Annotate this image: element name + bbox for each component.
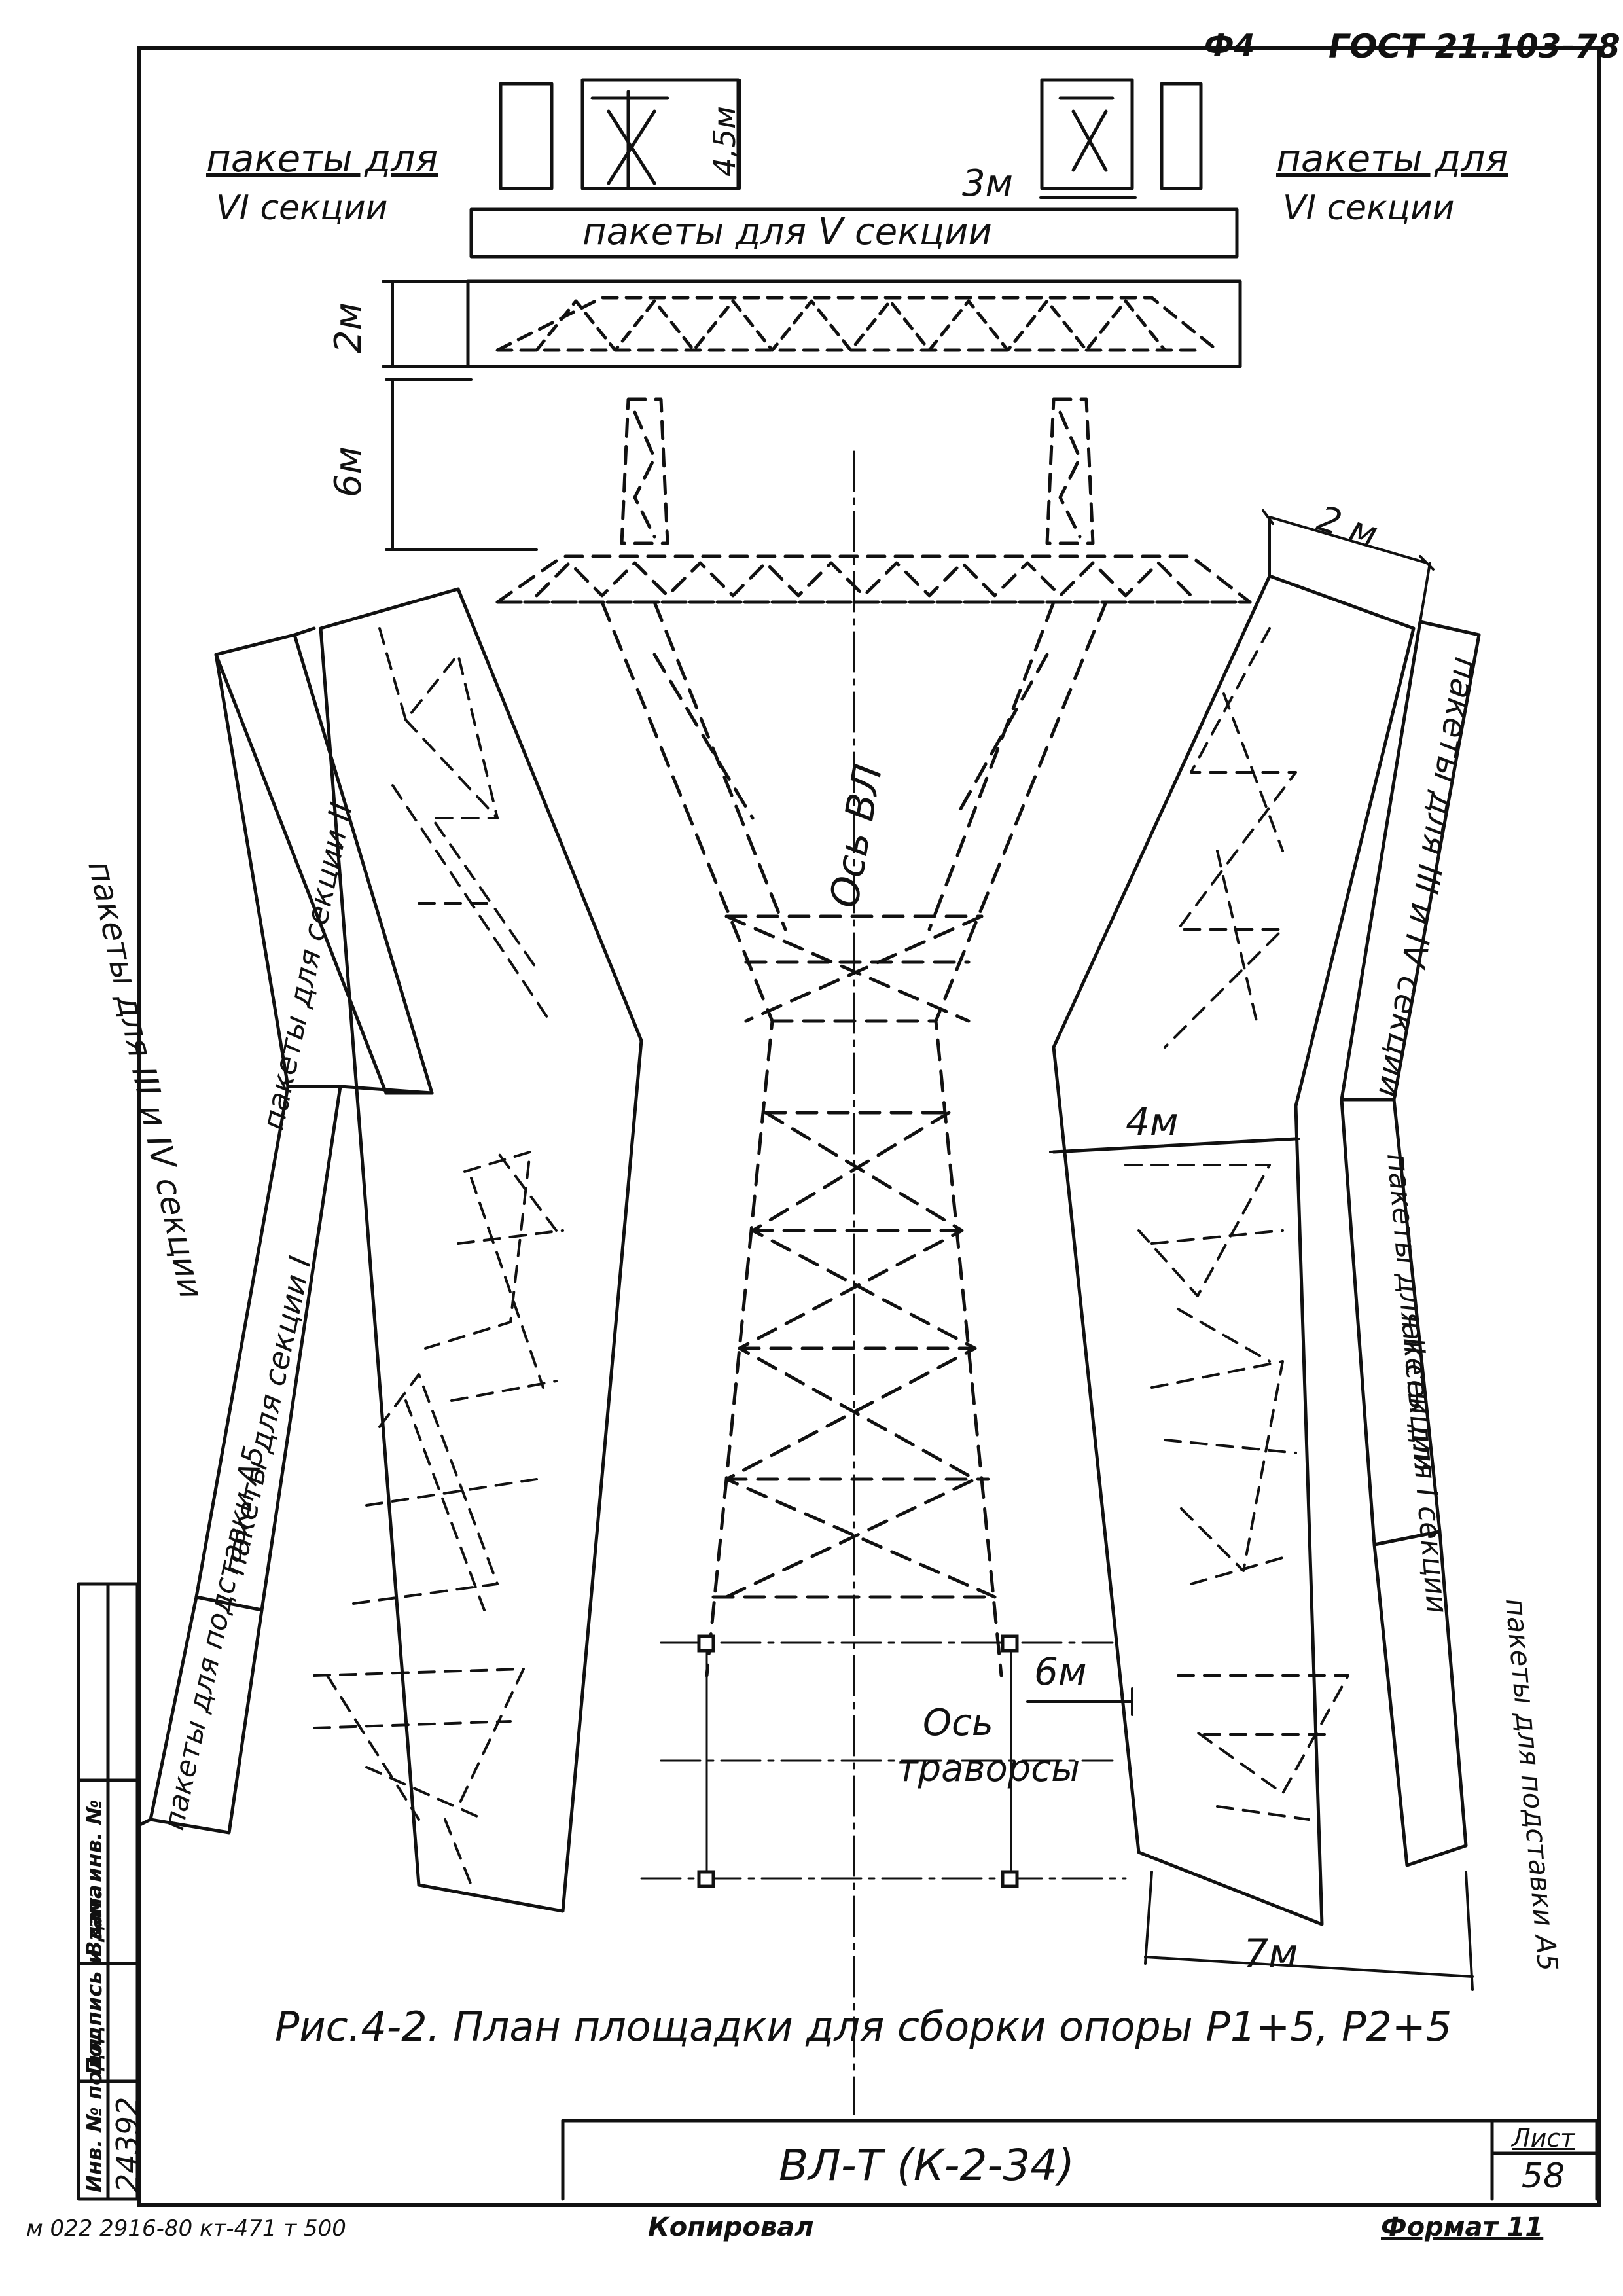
foundation-markers xyxy=(697,1634,1019,1888)
label-packs-v: пакеты для V секции xyxy=(582,211,992,253)
section-v-packs xyxy=(469,207,1239,259)
title-block-lines xyxy=(561,2119,1599,2201)
copied-label: Копировал xyxy=(648,2212,814,2242)
dim-4-5m: 4,5м xyxy=(707,106,742,177)
section-vi-packs xyxy=(499,78,1203,190)
crossarm-block xyxy=(466,279,1242,368)
tower-crossarm-plan xyxy=(495,397,1252,604)
stamp-inv-value: 24392 xyxy=(110,2096,145,2193)
axis-lines xyxy=(640,450,1127,2115)
tower-body xyxy=(600,600,1108,1677)
bottom-code: м 022 2916-80 кт-471 т 500 xyxy=(26,2215,346,2242)
side-stamp-lines xyxy=(77,1582,139,2201)
stamp-replace-inv: Взам. инв. № xyxy=(82,1799,107,1957)
label-axis-traverse-1: Ось xyxy=(923,1702,993,1744)
sheet-mark: Ф4 xyxy=(1204,27,1255,63)
pack-v-strip xyxy=(469,207,1239,259)
designation: ВЛ-Т (К-2-34) xyxy=(779,2140,1075,2191)
foundation-2 xyxy=(1001,1634,1019,1653)
dim-6m-left: 6м xyxy=(327,446,370,497)
label-packs-vi-right: пакеты для xyxy=(1276,136,1508,181)
format-label: Формат 11 xyxy=(1381,2212,1544,2242)
dim-4m: 4м xyxy=(1126,1100,1179,1144)
dim-6m-bottom: 6м xyxy=(1034,1649,1087,1694)
label-packs-vi-left: пакеты для xyxy=(206,136,438,181)
foundation-3 xyxy=(697,1870,715,1888)
drawing-frame xyxy=(137,46,1601,2207)
left-lattice-packs xyxy=(313,627,564,1886)
label-packs-vi-right-2: VI секции xyxy=(1283,188,1455,228)
sheet-number: 58 xyxy=(1522,2157,1565,2196)
label-packs-vi-left-2: VI секции xyxy=(216,188,388,228)
foundation-4 xyxy=(1001,1870,1019,1888)
right-lattice-packs xyxy=(1124,627,1349,1821)
dim-3m: 3м xyxy=(962,162,1013,205)
standard-number: ГОСТ 21.103-78 xyxy=(1329,27,1620,65)
dim-7m: 7м xyxy=(1243,1931,1298,1977)
sheet-label: Лист xyxy=(1512,2124,1575,2153)
label-axis-traverse-2: траворсы xyxy=(897,1748,1080,1790)
left-assembly-area xyxy=(135,587,643,1913)
foundation-1 xyxy=(697,1634,715,1653)
pack-vi-right-2 xyxy=(1160,82,1203,190)
dimension-lines-left xyxy=(382,79,1137,551)
crossarm-box xyxy=(466,279,1242,368)
dimension-lines-right xyxy=(1026,509,1474,1991)
figure-caption: Рис.4-2. План площадки для сборки опоры … xyxy=(275,2003,1452,2051)
pack-vi-left-1 xyxy=(499,82,554,190)
pack-vi-right-1 xyxy=(1040,78,1134,190)
dim-2m-top: 2м xyxy=(327,302,370,353)
